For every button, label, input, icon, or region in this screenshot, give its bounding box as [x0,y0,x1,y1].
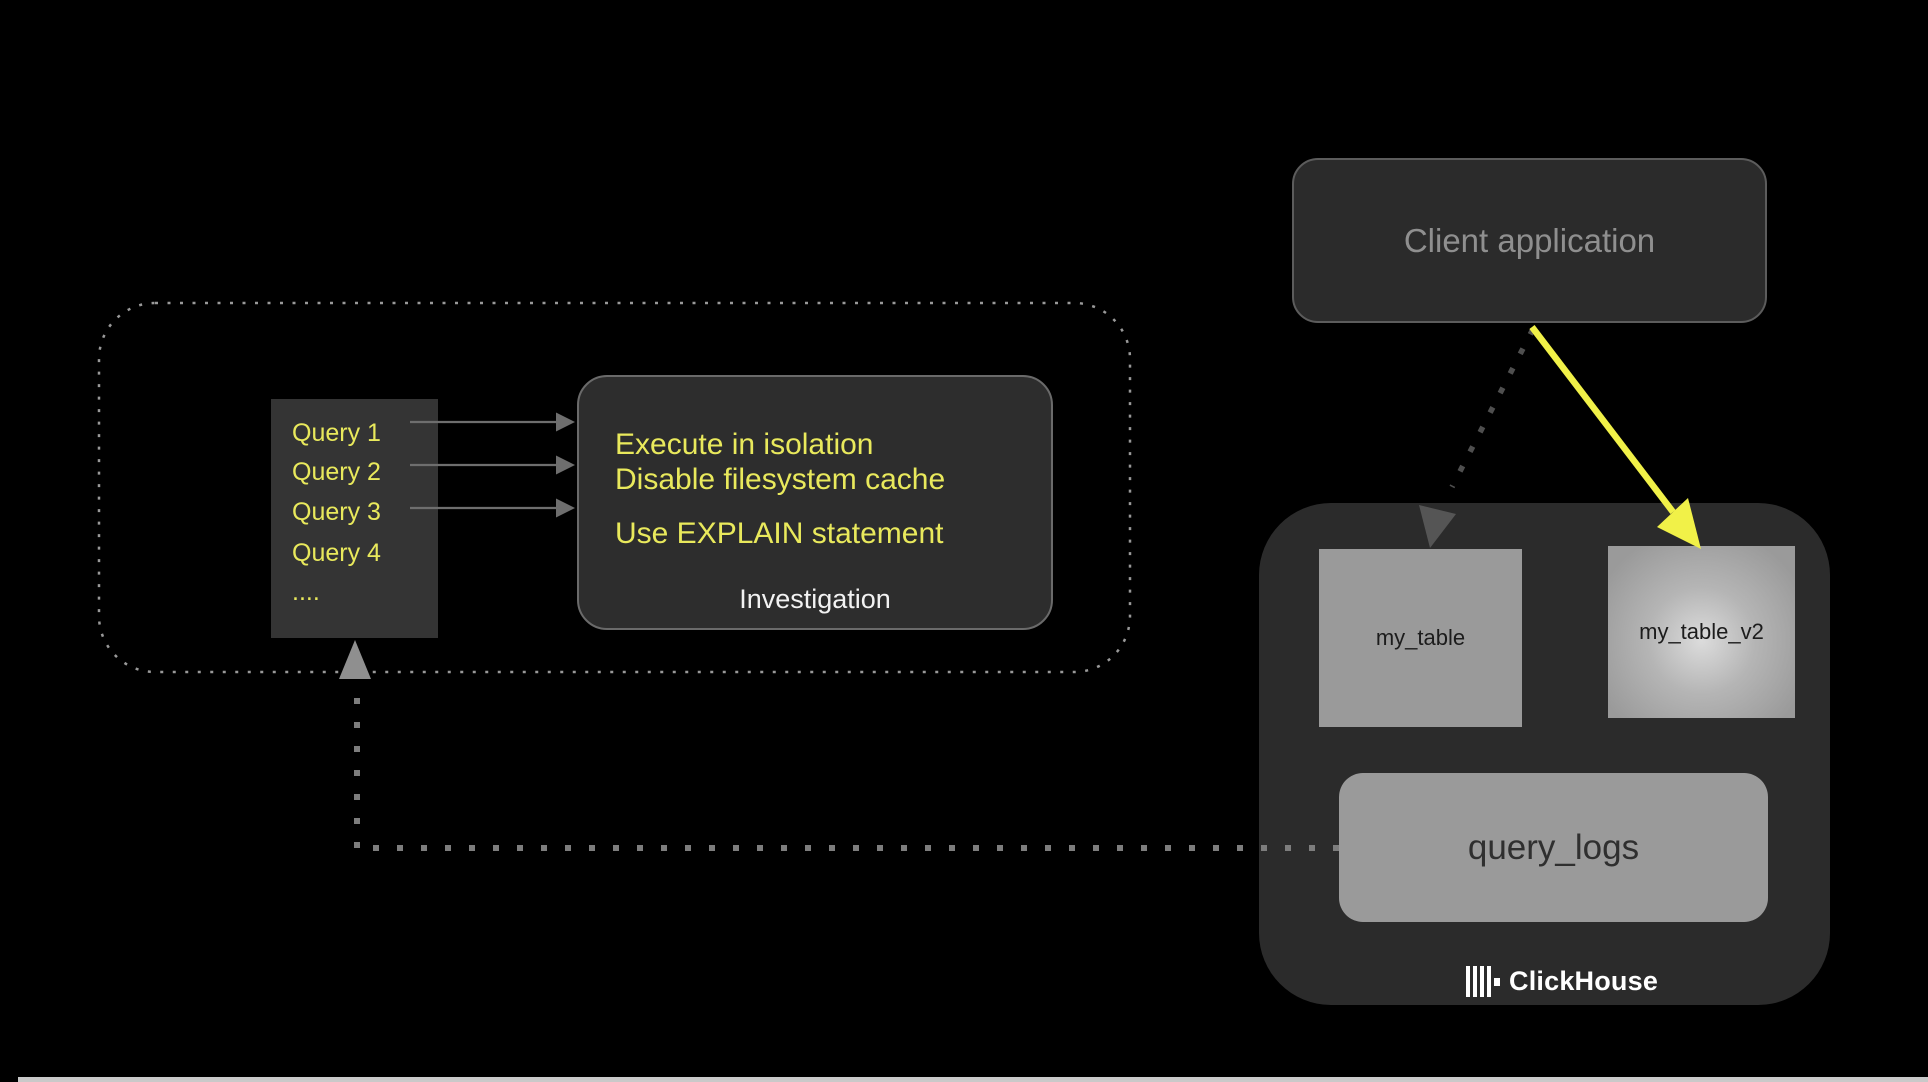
my-table-box: my_table [1319,549,1522,727]
query-list-panel: Query 1 Query 2 Query 3 Query 4 .... [271,399,438,638]
investigation-tip-isolation: Execute in isolation [615,428,874,461]
query-item-ellipsis: .... [292,578,320,606]
investigation-tip-cache: Disable filesystem cache [615,463,946,496]
clickhouse-brand-name: ClickHouse [1509,966,1659,996]
window-edge-bar [18,1077,1928,1082]
query-item-3: Query 3 [292,498,381,526]
investigation-panel: Execute in isolation Disable filesystem … [577,375,1053,630]
clickhouse-logo: ClickHouse [1466,965,1658,998]
investigation-tip-explain: Use EXPLAIN statement [615,517,944,550]
query-item-1: Query 1 [292,419,381,447]
clickhouse-container: my_table my_table_v2 query_logs ClickHou… [1259,503,1830,1005]
investigation-title: Investigation [739,584,891,614]
query-logs-label: query_logs [1467,827,1640,867]
clickhouse-logo-icon [1466,965,1500,998]
my-table-v2-box: my_table_v2 [1608,546,1795,718]
my-table-label: my_table [1375,625,1466,650]
query-item-2: Query 2 [292,458,381,486]
query-logs-box: query_logs [1339,773,1768,922]
client-application-box: Client application [1292,158,1767,323]
my-table-v2-label: my_table_v2 [1639,619,1764,644]
query-item-4: Query 4 [292,539,381,567]
client-application-label: Client application [1403,221,1656,259]
query-logs-to-queries-dotted-arrow [339,640,1339,851]
